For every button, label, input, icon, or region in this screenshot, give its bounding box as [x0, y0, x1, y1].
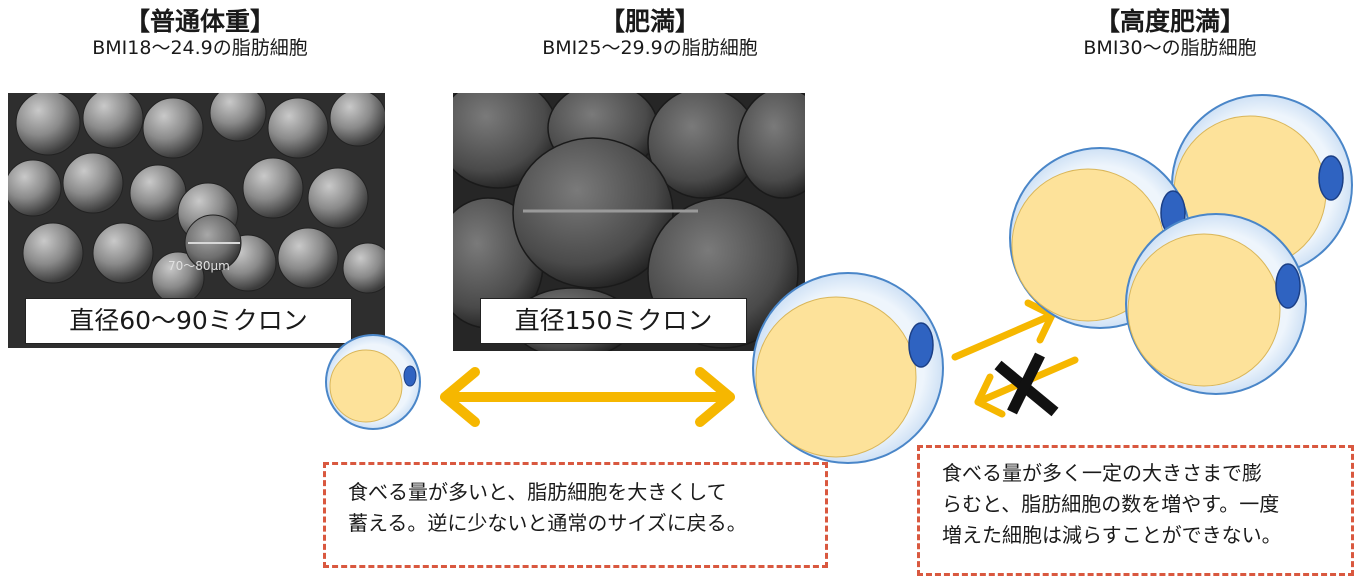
note-right-line-3: 増えた細胞は減らすことができない。 — [942, 523, 1282, 547]
note-left-line-1: 食べる量が多いと、脂肪細胞を大きくして — [348, 480, 727, 504]
heading-obese-subtitle: BMI25～29.9の脂肪細胞 — [542, 37, 758, 60]
heading-severe-obese: 【高度肥満】 BMI30～の脂肪細胞 — [990, 6, 1350, 61]
caption-obese-diameter: 直径150ミクロン — [480, 298, 747, 344]
heading-severe-subtitle: BMI30～の脂肪細胞 — [1083, 37, 1257, 60]
scale-label: 70～80μm — [168, 259, 230, 273]
cross-icon — [994, 352, 1059, 417]
note-right-line-2: らむと、脂肪細胞の数を増やす。一度 — [942, 492, 1280, 516]
large-fat-cell-icon — [752, 272, 944, 464]
note-size-change: 食べる量が多いと、脂肪細胞を大きくして 蓄える。逆に少ないと通常のサイズに戻る。 — [323, 462, 828, 568]
small-fat-cell-icon — [325, 334, 421, 430]
fat-cell-cluster-icon — [1009, 94, 1353, 395]
heading-obese-title: 【肥満】 — [599, 7, 700, 36]
increase-arrow-icon — [951, 299, 1056, 361]
caption-normal-diameter: 直径60～90ミクロン — [25, 298, 352, 344]
heading-normal-weight: 【普通体重】 BMI18～24.9の脂肪細胞 — [20, 6, 380, 61]
heading-obese: 【肥満】 BMI25～29.9の脂肪細胞 — [470, 6, 830, 61]
note-cell-increase: 食べる量が多く一定の大きさまで膨 らむと、脂肪細胞の数を増やす。一度 増えた細胞… — [917, 445, 1354, 576]
heading-normal-subtitle: BMI18～24.9の脂肪細胞 — [92, 37, 308, 60]
heading-severe-title: 【高度肥満】 — [1094, 7, 1245, 36]
double-arrow-icon — [440, 367, 735, 427]
note-right-line-1: 食べる量が多く一定の大きさまで膨 — [942, 461, 1262, 485]
heading-normal-title: 【普通体重】 — [124, 7, 275, 36]
note-left-line-2: 蓄える。逆に少ないと通常のサイズに戻る。 — [348, 511, 747, 535]
